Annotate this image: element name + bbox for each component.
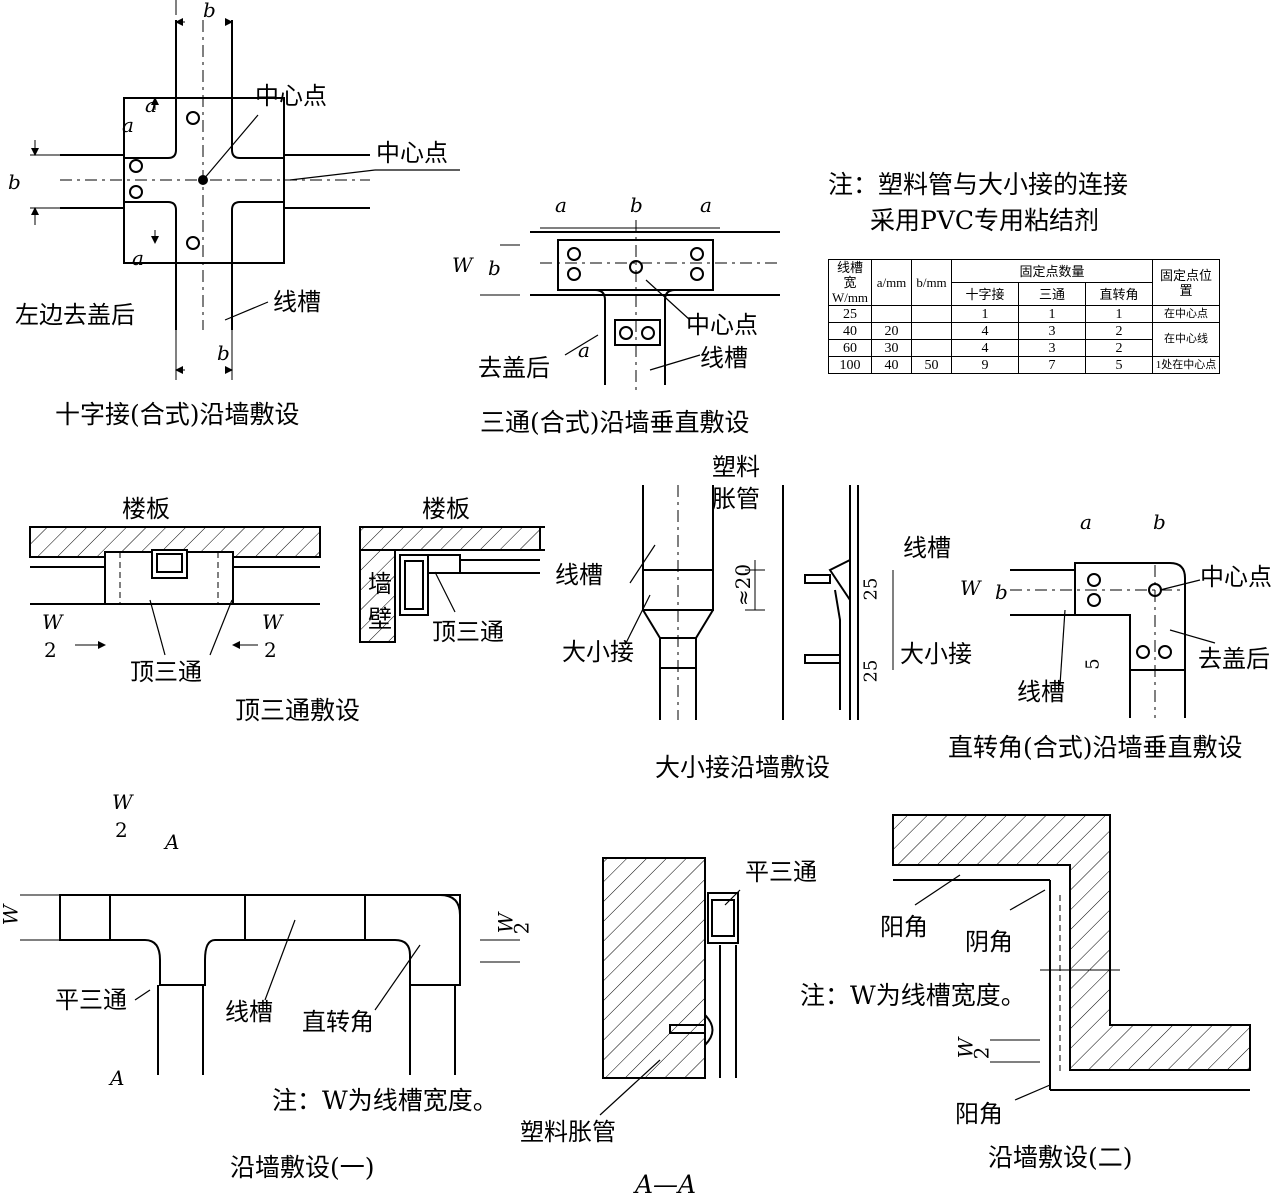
label-plastic-anchor-1: 塑料 <box>712 453 760 481</box>
dim-w-tee: W <box>452 253 473 277</box>
label-trunking-4: 线槽 <box>903 534 951 562</box>
wall-laying-1-drawing <box>20 894 520 1075</box>
w-half-den-3: 2 <box>115 818 128 842</box>
dim-b-cross-left: b <box>8 170 21 194</box>
dim-b-tee-side: b <box>488 256 501 280</box>
label-top-tee-2: 顶三通 <box>432 618 504 646</box>
caption-top-tee: 顶三通敷设 <box>235 696 361 725</box>
label-left-cover-removed: 左边去盖后 <box>15 301 135 329</box>
caption-wall-2: 沿墙敷设(二) <box>988 1143 1133 1172</box>
label-plastic-anchor-3: 塑料胀管 <box>520 1118 616 1146</box>
label-right-angle: 直转角 <box>302 1008 374 1036</box>
dim-b-tee: b <box>630 193 643 217</box>
section-a-top: A <box>165 830 180 854</box>
dim-5: 5 <box>1082 658 1104 670</box>
label-reducer-2: 大小接 <box>900 640 972 668</box>
dim-b-top: b <box>203 0 216 22</box>
dim-25-bottom: 25 <box>860 659 882 683</box>
dim-b-bottom: b <box>217 341 230 365</box>
th-width: 线槽宽W/mm <box>828 259 872 306</box>
w-half-num-2: W <box>262 610 283 634</box>
label-floor-slab-2: 楼板 <box>422 495 470 523</box>
label-trunking-2: 线槽 <box>700 344 748 372</box>
label-cover-removed-corner: 去盖后 <box>1198 645 1270 673</box>
label-trunking-6: 线槽 <box>225 998 273 1026</box>
top-tee-drawing <box>29 526 545 656</box>
w-half-wall1-den: 2 <box>509 921 534 935</box>
dim-a-tee-bottom: a <box>578 338 590 362</box>
note-pvc-line2: 采用PVC专用粘结剂 <box>870 206 1100 235</box>
w-half-den-1: 2 <box>44 638 57 662</box>
note-width-1: 注：W为线槽宽度。 <box>272 1086 498 1115</box>
label-center-point-4: 中心点 <box>1200 563 1272 591</box>
dim-a-tee-left: a <box>555 193 567 217</box>
label-wall-bottom: 壁 <box>368 605 392 633</box>
th-tee: 三通 <box>1018 282 1086 306</box>
label-flat-tee: 平三通 <box>55 986 127 1014</box>
label-center-point-3: 中心点 <box>686 311 758 339</box>
section-a-bottom: A <box>110 1066 125 1090</box>
dim-w-wall1: W <box>0 904 23 926</box>
th-a: a/mm <box>871 259 912 306</box>
th-cross: 十字接 <box>951 282 1019 306</box>
label-center-point-2: 中心点 <box>376 139 448 167</box>
caption-reducer: 大小接沿墙敷设 <box>655 753 831 782</box>
th-b: b/mm <box>911 259 952 306</box>
dim-b-corner-side: b <box>995 580 1008 604</box>
label-wall-top: 墙 <box>368 570 392 598</box>
cross-joint-drawing <box>30 0 460 380</box>
reducer-drawing <box>624 485 894 720</box>
dim-a-tee-right: a <box>700 193 712 217</box>
label-cover-removed-tee: 去盖后 <box>478 354 550 382</box>
wall-laying-2-drawing <box>892 814 1251 1101</box>
th-position: 固定点位置 <box>1152 259 1220 306</box>
w-half-wall2-den: 2 <box>969 1046 994 1060</box>
dim-a-cross-top: a <box>145 93 157 117</box>
caption-cross: 十字接(合式)沿墙敷设 <box>55 400 300 429</box>
dim-a-cross-bottom: a <box>132 246 144 270</box>
label-outside-corner-1: 阳角 <box>880 913 928 941</box>
note-pvc-line1: 注：塑料管与大小接的连接 <box>828 170 1129 199</box>
label-top-tee-1: 顶三通 <box>130 658 202 686</box>
th-count: 固定点数量 <box>951 259 1153 283</box>
label-floor-slab-1: 楼板 <box>122 495 170 523</box>
label-reducer-1: 大小接 <box>562 638 634 666</box>
corner-drawing <box>1010 562 1216 718</box>
section-aa-drawing <box>599 857 741 1116</box>
w-half-den-2: 2 <box>264 638 277 662</box>
th-corner: 直转角 <box>1085 282 1153 306</box>
caption-section-aa: A—A <box>635 1170 697 1199</box>
dim-b-corner: b <box>1153 510 1166 534</box>
label-trunking-1: 线槽 <box>273 288 321 316</box>
dim-approx-20: ≈20 <box>731 563 756 607</box>
caption-corner: 直转角(合式)沿墙垂直敷设 <box>948 733 1243 762</box>
dim-a-corner: a <box>1080 510 1092 534</box>
label-trunking-3: 线槽 <box>555 561 603 589</box>
label-plastic-anchor-2: 胀管 <box>712 485 760 513</box>
dim-w-corner: W <box>960 576 981 600</box>
caption-wall-1: 沿墙敷设(一) <box>230 1153 375 1182</box>
label-outside-corner-2: 阳角 <box>955 1100 1003 1128</box>
label-inside-corner: 阴角 <box>965 928 1013 956</box>
caption-tee-vertical: 三通(合式)沿墙垂直敷设 <box>480 408 750 437</box>
label-flat-tee-section: 平三通 <box>745 858 817 886</box>
note-width-2: 注：W为线槽宽度。 <box>800 981 1026 1010</box>
dim-a-cross-left: a <box>122 113 134 137</box>
w-half-num-1: W <box>42 610 63 634</box>
tee-joint-drawing <box>480 220 780 390</box>
w-half-num-3: W <box>112 790 133 814</box>
dim-25-top: 25 <box>860 577 882 601</box>
fixing-points-table: 线槽宽W/mm a/mm b/mm 固定点数量 固定点位置 十字接 三通 直转角… <box>828 259 1220 374</box>
label-center-point-1: 中心点 <box>255 82 327 110</box>
label-trunking-5: 线槽 <box>1017 678 1065 706</box>
